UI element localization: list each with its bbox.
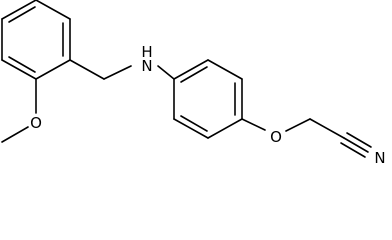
bond bbox=[173, 59, 209, 80]
bond bbox=[35, 0, 71, 20]
bond bbox=[285, 118, 311, 132]
bond bbox=[207, 118, 243, 139]
double-bond-inner-line bbox=[8, 56, 36, 73]
bond bbox=[1, 59, 37, 80]
left-benzene-ring bbox=[1, 0, 71, 80]
double-bond-inner-line bbox=[180, 66, 208, 83]
bond bbox=[173, 118, 209, 139]
bond bbox=[69, 59, 105, 80]
triple-bond-line bbox=[343, 137, 369, 153]
double-bond-inner-line bbox=[180, 115, 208, 132]
bond bbox=[309, 118, 345, 139]
methoxy-oxygen-label: O bbox=[30, 114, 42, 132]
bond bbox=[1, 126, 29, 143]
bond bbox=[35, 59, 71, 80]
triple-bond-line bbox=[340, 142, 366, 158]
nitrile-nitrogen-label: N bbox=[374, 149, 385, 167]
amine-hydrogen-label: H bbox=[141, 43, 152, 61]
ether-oxygen-label: O bbox=[270, 128, 282, 146]
amine-nitrogen-label: N bbox=[141, 57, 152, 75]
methoxy-group: O bbox=[1, 78, 42, 143]
bond bbox=[157, 65, 175, 80]
double-bond-inner-line bbox=[8, 6, 36, 23]
bond bbox=[1, 0, 37, 20]
bond bbox=[241, 118, 266, 131]
benzyl-amine-linker: H N bbox=[69, 43, 175, 80]
bond bbox=[103, 65, 132, 80]
right-benzene-ring bbox=[173, 59, 243, 139]
triple-bond-line bbox=[346, 132, 372, 148]
bond bbox=[207, 59, 243, 80]
cyanomethoxy-group: O N bbox=[241, 118, 386, 167]
chemical-structure-diagram: O H N O N bbox=[1, 0, 386, 167]
